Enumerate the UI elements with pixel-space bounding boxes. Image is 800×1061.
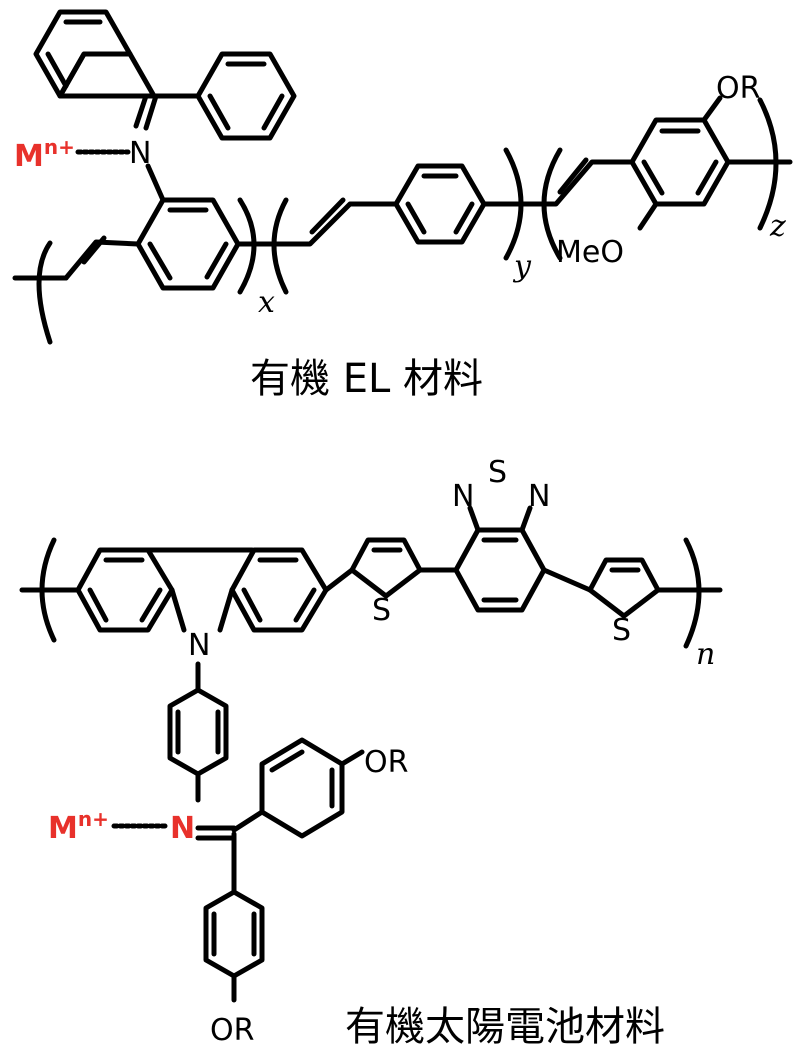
- vinylene-x: [63, 239, 141, 281]
- carbazole-left-double-3: [87, 587, 109, 623]
- bracket-n-open: [39, 537, 57, 643]
- subscript-z: z: [769, 209, 786, 244]
- solar-cell-caption: 有機太陽電池材料: [345, 1004, 665, 1050]
- phenyl-right-double-3: [207, 93, 231, 131]
- imine-nitrogen-bottom: N: [170, 811, 195, 846]
- subscript-n: n: [696, 637, 715, 672]
- imine-to-aryl-right: [231, 809, 265, 833]
- carbazole-to-thiophene: [323, 567, 355, 593]
- thiophene-right-sulfur: S: [612, 613, 631, 648]
- phenyl-left-ring: [33, 9, 133, 99]
- bracket-n-close: [683, 537, 702, 649]
- or-label-bottom: OR: [210, 1013, 254, 1048]
- aryl-right-to-or: [339, 749, 365, 767]
- ring-z-to-or-bond: [701, 95, 723, 123]
- bracket-z-close: [757, 97, 779, 231]
- imine-double-bond-a: [143, 93, 159, 131]
- thiadiazole-nitrogen-right: N: [528, 479, 550, 514]
- subscript-x: x: [258, 285, 275, 320]
- vinylene-z-double: [557, 157, 589, 195]
- solar-cell-polymer-structure: N S N S N S n Mn: [19, 455, 723, 1050]
- vinylene-z: [517, 159, 635, 207]
- imine-nitrogen-top: N: [129, 136, 151, 171]
- btd-to-thiophene: [541, 567, 593, 593]
- or-label-right: OR: [364, 745, 408, 780]
- bracket-x-close: [237, 197, 257, 295]
- carbazole-n-right: [217, 587, 235, 633]
- meo-label: MeO: [556, 235, 624, 270]
- phenyl-right-double-2: [261, 93, 285, 131]
- el-caption: 有機 EL 材料: [250, 356, 483, 402]
- ring-to-n-bond: [145, 163, 166, 203]
- thiophene-left-sulfur: S: [372, 593, 391, 628]
- ring-x-double-3: [147, 241, 173, 281]
- thiadiazole-bond-2: [519, 505, 533, 533]
- thiadiazole-sulfur: S: [488, 455, 507, 490]
- carbazole-right-double-3: [241, 587, 263, 623]
- ring-z-to-ome-bond: [637, 201, 659, 231]
- ring-y-double-3: [405, 201, 427, 235]
- aryl-right-double-1: [269, 749, 305, 773]
- vinylene-y-double: [309, 197, 346, 235]
- benzene-ring-x: [135, 197, 241, 291]
- imine-double-bond-b: [133, 93, 149, 129]
- carbazole-n-left: [169, 587, 187, 633]
- ring-z-double-2: [695, 159, 719, 196]
- thiophene-right-ring: [587, 557, 661, 619]
- thiadiazole-bond-1: [467, 505, 481, 533]
- ring-x-double-2: [204, 241, 229, 280]
- carbazole-right-double-2: [293, 587, 317, 623]
- or-label-top: OR: [716, 71, 760, 106]
- ring-z-double-3: [641, 159, 665, 196]
- metal-ion-label-bottom: Mn+: [48, 807, 109, 846]
- vinylene-y: [263, 201, 399, 247]
- thiadiazole-nitrogen-left: N: [452, 479, 474, 514]
- phenyl-right-ring: [195, 51, 297, 141]
- subscript-y: y: [512, 249, 532, 284]
- carbazole-left-double-2: [139, 587, 163, 623]
- el-polymer-structure: x y OR MeO z Mn+ N: [12, 9, 793, 402]
- vinylene-x-double: [81, 235, 107, 265]
- carbazole-nitrogen: N: [188, 628, 210, 663]
- thiophene-left-ring: [349, 537, 423, 599]
- phenyl-left-double-2: [45, 51, 69, 89]
- ring-y-double-2: [453, 201, 475, 235]
- metal-ion-label-top: Mn+: [14, 135, 75, 174]
- bracket-x-open: [36, 240, 53, 345]
